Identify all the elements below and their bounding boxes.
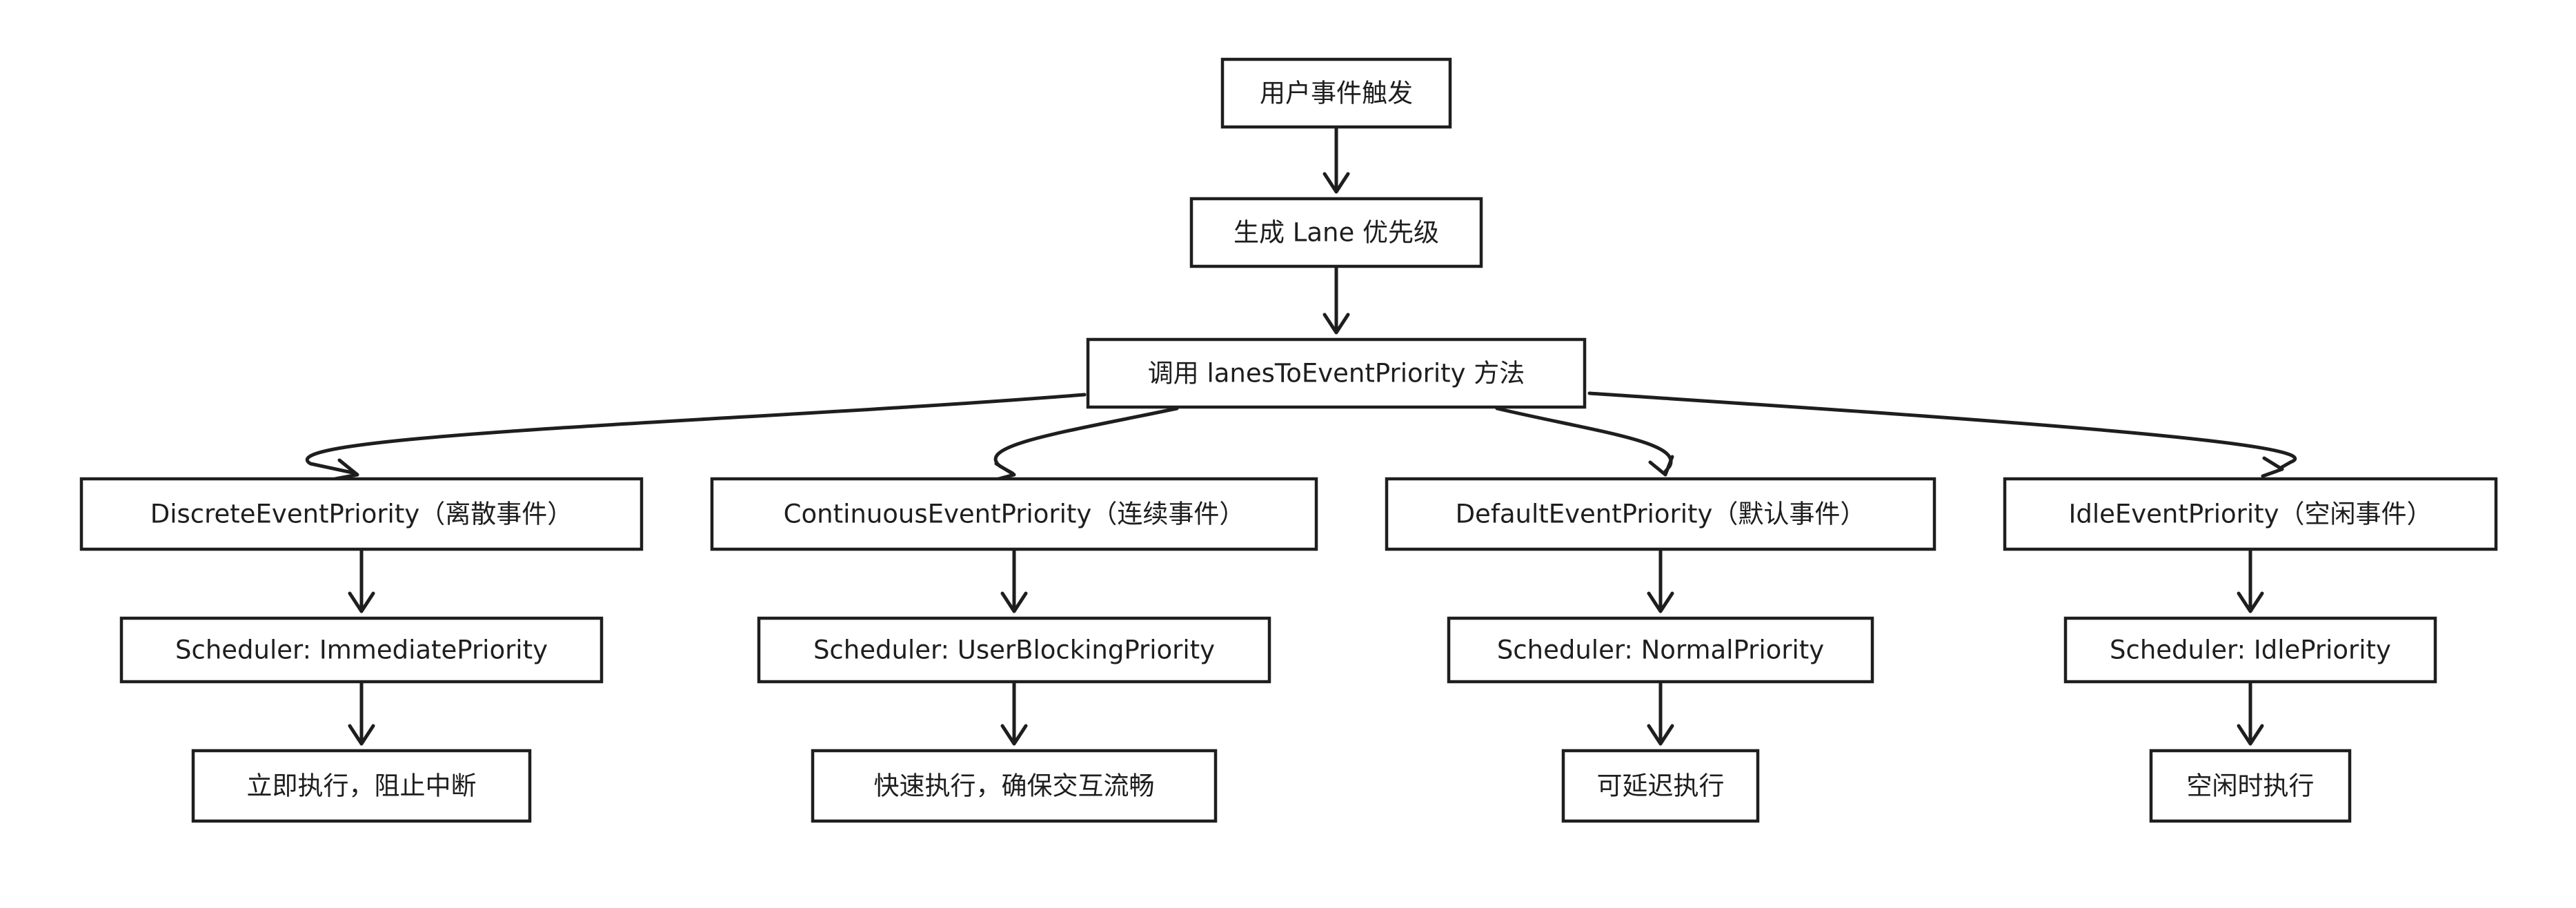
- edge-continuous-to-sched: [1000, 547, 1028, 613]
- edge-discrete-to-sched: [348, 547, 375, 613]
- edge-method-to-idle: [1587, 391, 2297, 478]
- node-generate-lane-priority: 生成 Lane 优先级: [1189, 197, 1483, 268]
- node-scheduler-idle-label: Scheduler: IdlePriority: [2110, 635, 2391, 665]
- node-continuous-event-priority: ContinuousEventPriority（连续事件）: [710, 477, 1318, 551]
- edge-method-to-continuous: [991, 406, 1179, 482]
- node-scheduler-user-blocking-label: Scheduler: UserBlockingPriority: [813, 635, 1215, 665]
- node-scheduler-normal: Scheduler: NormalPriority: [1447, 616, 1874, 684]
- node-result-idle-label: 空闲时执行: [2187, 771, 2315, 801]
- node-call-lanes-to-event-priority: 调用 lanesToEventPriority 方法: [1086, 337, 1587, 409]
- edge-trigger-to-lane: [1322, 125, 1350, 194]
- node-call-lanes-to-event-priority-label: 调用 lanesToEventPriority 方法: [1148, 359, 1525, 388]
- edge-sched-idle-to-result: [2237, 680, 2264, 746]
- edge-idle-to-sched: [2237, 547, 2264, 613]
- node-result-idle: 空闲时执行: [2149, 749, 2352, 823]
- node-scheduler-immediate-label: Scheduler: ImmediatePriority: [175, 635, 548, 665]
- node-generate-lane-priority-label: 生成 Lane 优先级: [1233, 218, 1439, 248]
- edge-method-to-default: [1495, 406, 1674, 477]
- node-user-event-trigger: 用户事件触发: [1220, 57, 1452, 129]
- edge-default-to-sched: [1647, 547, 1674, 613]
- node-scheduler-immediate: Scheduler: ImmediatePriority: [119, 616, 604, 684]
- node-result-user-blocking: 快速执行，确保交互流畅: [811, 749, 1218, 823]
- node-scheduler-user-blocking: Scheduler: UserBlockingPriority: [757, 616, 1271, 684]
- node-discrete-event-priority: DiscreteEventPriority（离散事件）: [79, 477, 644, 551]
- node-idle-event-priority-label: IdleEventPriority（空闲事件）: [2068, 500, 2432, 529]
- edge-sched-immediate-to-result: [348, 680, 375, 746]
- node-discrete-event-priority-label: DiscreteEventPriority（离散事件）: [150, 500, 573, 529]
- edge-sched-normal-to-result: [1647, 680, 1674, 746]
- node-result-normal: 可延迟执行: [1561, 749, 1760, 823]
- node-default-event-priority: DefaultEventPriority（默认事件）: [1385, 477, 1936, 551]
- node-continuous-event-priority-label: ContinuousEventPriority（连续事件）: [784, 500, 1245, 529]
- node-result-immediate: 立即执行，阻止中断: [191, 749, 532, 823]
- edge-lane-to-method: [1322, 264, 1350, 335]
- node-scheduler-idle: Scheduler: IdlePriority: [2063, 616, 2437, 684]
- edge-method-to-discrete: [305, 393, 1087, 481]
- node-user-event-trigger-label: 用户事件触发: [1260, 79, 1413, 108]
- node-scheduler-normal-label: Scheduler: NormalPriority: [1497, 635, 1824, 665]
- node-result-user-blocking-label: 快速执行，确保交互流畅: [874, 771, 1155, 801]
- node-result-normal-label: 可延迟执行: [1597, 771, 1725, 801]
- node-idle-event-priority: IdleEventPriority（空闲事件）: [2003, 477, 2498, 551]
- edge-sched-userblocking-to-result: [1000, 680, 1028, 746]
- node-default-event-priority-label: DefaultEventPriority（默认事件）: [1456, 500, 1866, 529]
- node-result-immediate-label: 立即执行，阻止中断: [247, 771, 477, 801]
